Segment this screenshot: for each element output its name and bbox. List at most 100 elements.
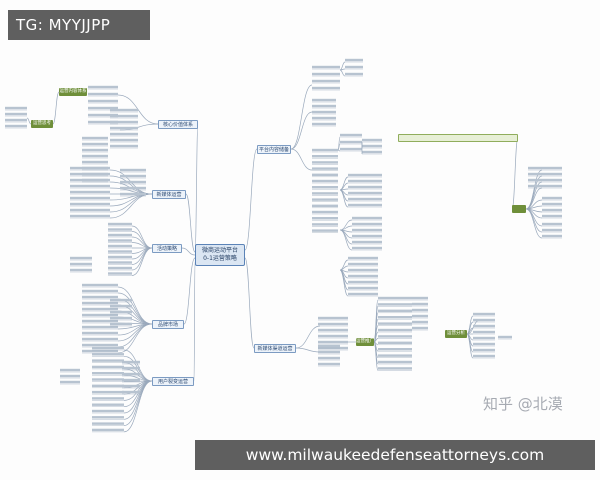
leaf-text (348, 274, 378, 278)
leaf-text (120, 174, 146, 178)
leaf-connector (525, 208, 543, 239)
branch-node: 用户裂变运营 (152, 377, 194, 386)
leaf-connector (117, 323, 153, 336)
green-bar-node (398, 134, 518, 142)
leaf-text (348, 191, 382, 195)
leaf-text (82, 325, 118, 329)
leaf-text (110, 144, 138, 148)
leaf-text (92, 346, 124, 350)
leaf-text (70, 184, 110, 188)
leaf-text (70, 262, 92, 266)
leaf-text (120, 168, 146, 172)
leaf-connector (131, 247, 153, 276)
leaf-text (312, 98, 336, 102)
leaf-text (412, 308, 428, 312)
connector-line (193, 261, 196, 382)
leaf-text (122, 360, 140, 364)
connector-line (290, 111, 313, 150)
leaf-text (473, 348, 495, 352)
leaf-text (352, 222, 382, 226)
leaf-text (88, 99, 118, 103)
leaf-text (88, 106, 118, 110)
leaf-text (348, 280, 378, 284)
leaf-text (92, 422, 124, 425)
leaf-text (312, 223, 338, 226)
leaf-connector (466, 333, 474, 359)
leaf-connector (117, 292, 153, 325)
leaf-text (378, 354, 412, 357)
leaf-text (528, 184, 542, 188)
leaf-text (412, 320, 428, 324)
leaf-connector (339, 69, 346, 77)
leaf-text (348, 292, 378, 296)
green-node-small (512, 205, 526, 213)
connector-line (244, 148, 258, 251)
leaf-text (92, 365, 124, 369)
leaf-text (542, 222, 562, 226)
leaf-text (542, 202, 562, 206)
leaf-text (542, 234, 562, 238)
leaf-text (362, 144, 382, 148)
leaf-text (473, 324, 495, 328)
leaf-text (312, 72, 340, 76)
leaf-text (498, 335, 512, 339)
branch-node: 平台内容储备 (257, 145, 291, 154)
branch-node: 新媒体运营 (152, 190, 186, 199)
connector-line (185, 193, 196, 253)
leaf-text (352, 228, 382, 232)
url-banner: www.milwaukeedefenseattorneys.com (195, 440, 595, 470)
leaf-text (92, 359, 124, 362)
leaf-text (110, 310, 132, 314)
leaf-text (88, 113, 118, 117)
leaf-text (82, 307, 118, 311)
leaf-text (82, 337, 118, 341)
leaf-text (473, 342, 495, 346)
leaf-text (70, 202, 110, 206)
leaf-text (110, 114, 138, 118)
leaf-text (5, 118, 27, 122)
leaf-text (312, 110, 336, 114)
leaf-text (70, 256, 92, 260)
leaf-text (318, 322, 348, 326)
leaf-connector (337, 149, 341, 152)
leaf-text (362, 150, 382, 154)
leaf-text (542, 208, 562, 212)
leaf-text (345, 72, 363, 76)
leaf-text (70, 172, 110, 176)
leaf-text (70, 178, 110, 182)
leaf-text (473, 312, 495, 316)
leaf-text (70, 190, 110, 194)
leaf-text (348, 179, 382, 183)
central-topic-line1: 微商运动平台 (201, 247, 238, 254)
leaf-text (312, 217, 338, 220)
leaf-text (378, 341, 412, 344)
leaf-text (378, 296, 412, 300)
leaf-text (108, 250, 132, 253)
leaf-text (378, 348, 412, 351)
branch-node: 核心价值体系 (158, 120, 198, 129)
leaf-text (473, 336, 495, 340)
leaf-text (108, 272, 132, 275)
leaf-text (348, 268, 378, 272)
leaf-text (122, 366, 140, 370)
connector-line (290, 84, 313, 150)
leaf-text (92, 372, 124, 375)
connector-line (290, 148, 313, 171)
leaf-text (378, 360, 412, 364)
leaf-text (412, 314, 428, 318)
leaf-text (348, 203, 382, 207)
leaf-connector (117, 323, 153, 348)
leaf-text (542, 178, 562, 182)
leaf-text (60, 368, 80, 372)
green-node: 运营内容体系 (59, 88, 87, 96)
leaf-text (348, 286, 378, 290)
leaf-connector (131, 225, 153, 249)
leaf-text (110, 108, 138, 112)
leaf-text (92, 390, 124, 394)
leaf-text (82, 319, 118, 323)
leaf-text (378, 367, 412, 370)
leaf-text (412, 302, 428, 306)
leaf-text (345, 65, 363, 69)
